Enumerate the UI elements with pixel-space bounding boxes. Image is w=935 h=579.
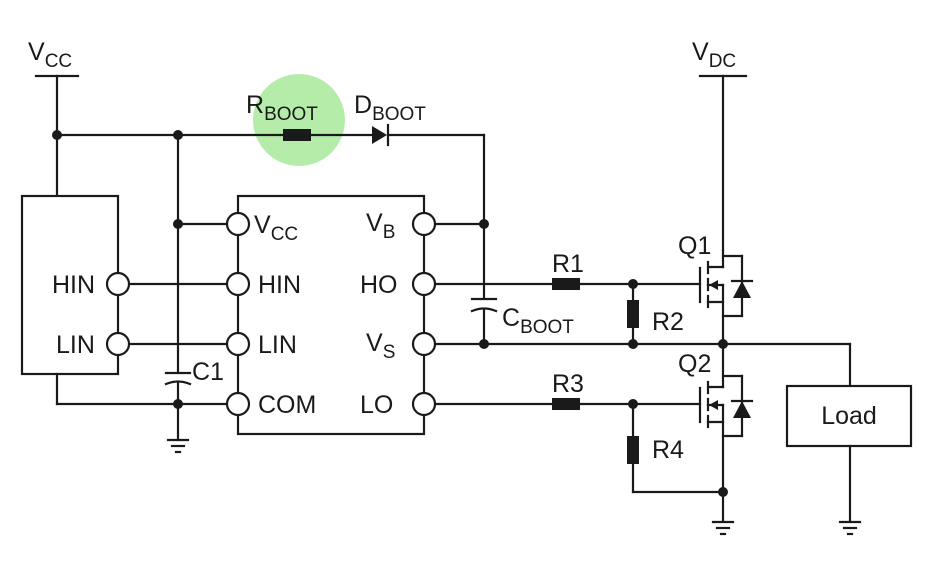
vdc-supply: [698, 74, 748, 252]
controller-pin-hin: [105, 271, 131, 297]
c1-label: C1: [192, 358, 224, 386]
driver-pin-ho: [411, 271, 437, 297]
r1-resistor: [552, 278, 580, 290]
r1-label: R1: [552, 250, 584, 278]
controller-box: [20, 194, 120, 376]
dboot-label: DBOOT: [354, 91, 426, 125]
junction-dots: [52, 130, 728, 497]
load-box: [785, 384, 913, 448]
r4-label: R4: [652, 436, 684, 464]
dboot-diode: [372, 123, 390, 147]
controller-pin-lin: [105, 331, 131, 357]
r3-resistor: [552, 398, 580, 410]
vcc-top-label: VCC: [28, 38, 72, 72]
driver-pin-vs: [411, 331, 437, 357]
q2-label: Q2: [678, 350, 711, 378]
driver-lin-label: LIN: [258, 331, 297, 359]
q1-mosfet: [698, 248, 754, 346]
driver-pin-lo: [411, 391, 437, 417]
driver-pin-vcc: [225, 211, 251, 237]
driver-com-label: COM: [258, 391, 316, 419]
q2-mosfet: [698, 342, 754, 522]
controller-lin-label: LIN: [56, 331, 95, 359]
driver-hin-label: HIN: [258, 271, 301, 299]
driver-vcc-label: VCC: [254, 211, 298, 245]
driver-vs-label: VS: [366, 329, 395, 363]
r2-label: R2: [652, 308, 684, 336]
ground-load: [838, 520, 862, 536]
ground-q2: [711, 520, 735, 536]
c1-capacitor: [164, 371, 192, 386]
driver-ho-label: HO: [360, 271, 398, 299]
q1-label: Q1: [678, 232, 711, 260]
driver-ic-box: [236, 194, 426, 436]
driver-pin-com: [225, 391, 251, 417]
rboot-highlight: [253, 74, 345, 166]
cboot-label: CBOOT: [502, 304, 574, 338]
driver-vb-label: VB: [366, 209, 395, 243]
driver-pin-vb: [411, 211, 437, 237]
ground-c1: [166, 438, 190, 454]
r3-label: R3: [552, 370, 584, 398]
driver-pin-hin: [225, 271, 251, 297]
rboot-label: RBOOT: [246, 91, 318, 125]
driver-lo-label: LO: [360, 391, 393, 419]
load-label: Load: [821, 402, 877, 430]
vdc-label: VDC: [692, 38, 736, 72]
controller-hin-label: HIN: [52, 271, 95, 299]
r2-resistor: [627, 300, 639, 328]
driver-pin-lin: [225, 331, 251, 357]
rboot-resistor: [283, 129, 311, 141]
r4-resistor: [627, 436, 639, 464]
